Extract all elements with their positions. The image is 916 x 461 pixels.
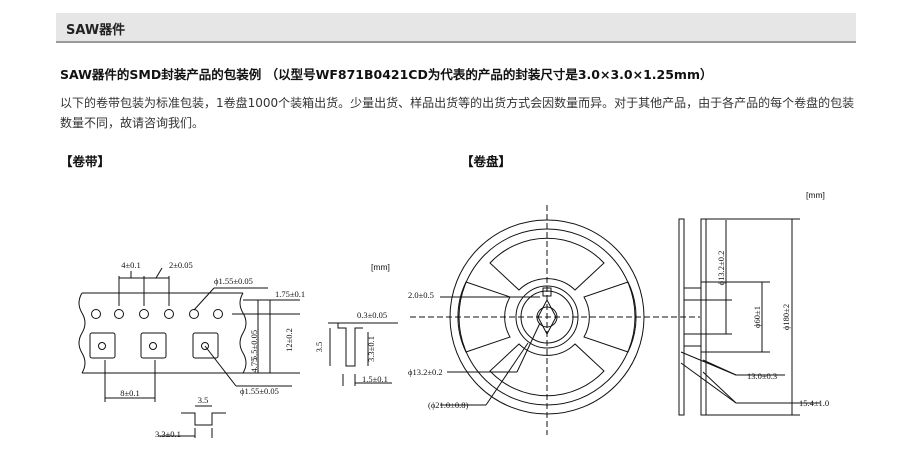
dim-d15: 1.5±0.1 <box>362 374 388 384</box>
reel-unit: [mm] <box>806 190 825 200</box>
packaging-heading: SAW器件的SMD封装产品的包装例 （以型号WF871B0421CD为代表的产品… <box>60 67 713 82</box>
dim-d33h: 3.3±0.1 <box>155 429 181 439</box>
dim-pitch8: 8±0.1 <box>120 388 140 398</box>
dim-hole-bottom: ϕ1.55±0.05 <box>240 386 279 396</box>
dim-d60: ϕ60±1 <box>752 306 762 328</box>
dim-d180: ϕ180±2 <box>781 304 791 330</box>
tape-figure-label: 【卷带】 <box>60 154 111 169</box>
dim-t03: 0.3±0.05 <box>357 310 387 320</box>
dim-slot: 2.0±0.5 <box>408 290 434 300</box>
packaging-description: 以下的卷带包装为标准包装，1卷盘1000个装箱出货。少量出货、样品出货等的出货方… <box>60 96 855 130</box>
dim-d55: 5.5±0.05 <box>249 330 259 360</box>
dim-d2: 2±0.05 <box>169 260 193 270</box>
dim-pitch4: 4±0.1 <box>121 260 141 270</box>
tape-unit: [mm] <box>371 262 390 272</box>
dim-hole-top: ϕ1.55±0.05 <box>214 276 253 286</box>
dim-d35v: 3.5 <box>314 342 324 353</box>
dim-d12: 12±0.2 <box>284 328 294 352</box>
dim-d33v: 3.3±0.1 <box>366 336 376 362</box>
dim-w13: 13.0±0.3 <box>747 371 777 381</box>
dim-hub-132: ϕ13.2±0.2 <box>408 367 443 377</box>
reel-figure-label: 【卷盘】 <box>461 154 512 169</box>
dim-d175: 1.75±0.1 <box>275 289 305 299</box>
section-header-bar: SAW器件 <box>56 13 856 43</box>
dim-side-132: ϕ13.2±0.2 <box>716 251 726 286</box>
dim-w154: 15.4±1.0 <box>799 398 829 408</box>
section-title: SAW器件 <box>66 23 126 38</box>
dim-d21: (ϕ21.0±0.8) <box>428 400 468 410</box>
dim-d35h: 3.5 <box>198 395 209 405</box>
dim-d475: 4.75 <box>249 358 259 373</box>
